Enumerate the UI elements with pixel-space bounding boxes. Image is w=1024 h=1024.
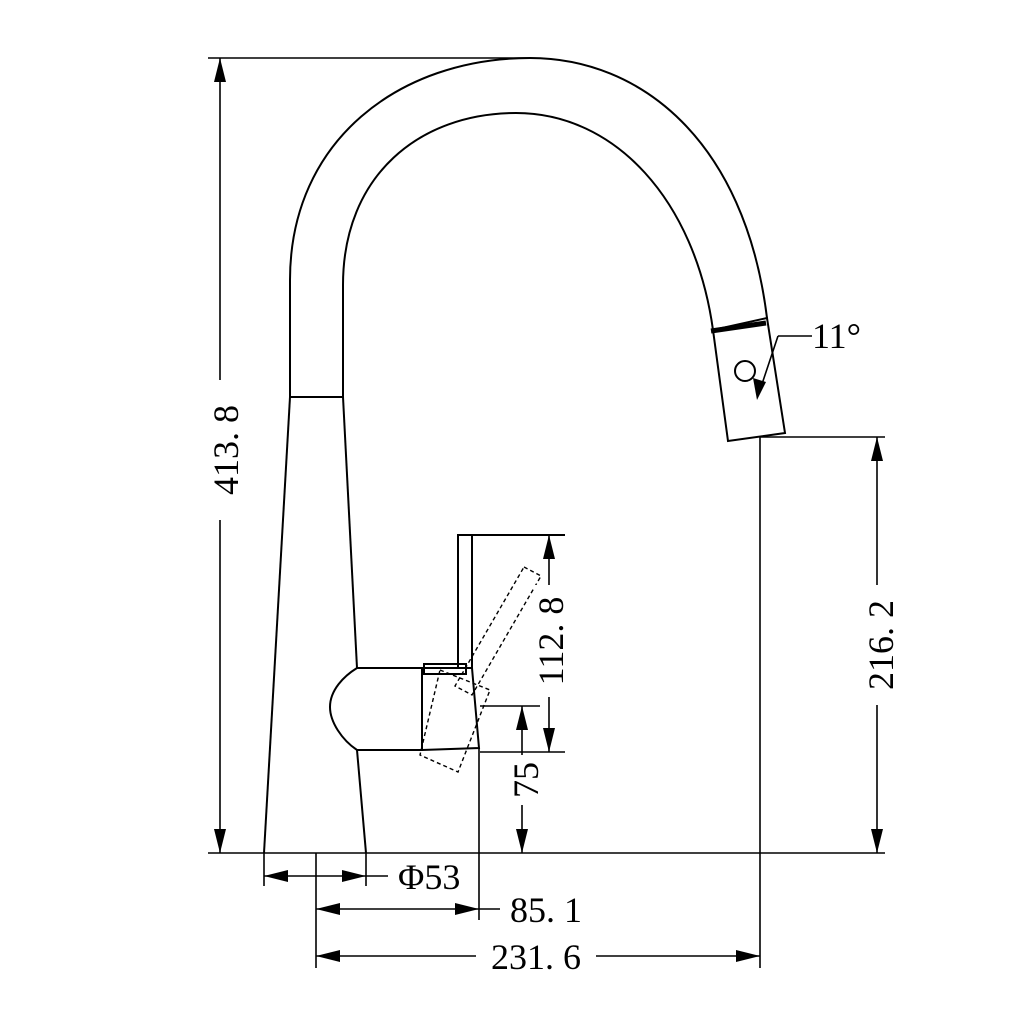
body-left-edge — [263, 396, 291, 854]
spray-head-band — [710, 320, 767, 334]
body-right-edge-upper — [342, 396, 358, 669]
dim-spout-height: 216. 2 — [861, 437, 901, 853]
dim-base-diameter: Φ53 — [264, 857, 460, 897]
tap-outline — [263, 56, 787, 854]
spout-reach-label: 231. 6 — [491, 937, 581, 977]
dim-body-reach: 85. 1 — [316, 890, 582, 930]
body-right-edge-lower — [356, 749, 367, 854]
mixer-housing — [328, 667, 423, 751]
body-reach-label: 85. 1 — [510, 890, 582, 930]
overall-height-label: 413. 8 — [206, 405, 246, 495]
dim-handle-height: 75 — [506, 706, 546, 853]
spout-height-label: 216. 2 — [861, 600, 901, 690]
lever-height-label: 112. 8 — [531, 597, 571, 686]
spout-inner-curve — [342, 111, 714, 397]
spray-button-icon — [734, 360, 756, 382]
spout-outer-curve — [289, 56, 768, 397]
spray-head — [711, 316, 787, 443]
lever-handle — [457, 534, 473, 669]
cap-open-position — [419, 669, 491, 773]
dim-lever-height: 112. 8 — [531, 535, 571, 752]
base-diameter-label: Φ53 — [398, 857, 460, 897]
mixer-cap — [421, 667, 481, 751]
dim-overall-height: 413. 8 — [206, 58, 246, 853]
dim-spray-angle: 11° — [753, 316, 861, 400]
lever-open-position — [454, 566, 542, 696]
extension-lines — [208, 57, 885, 968]
dim-spout-reach: 231. 6 — [316, 937, 760, 977]
spray-angle-label: 11° — [812, 316, 861, 356]
handle-height-label: 75 — [506, 762, 546, 798]
